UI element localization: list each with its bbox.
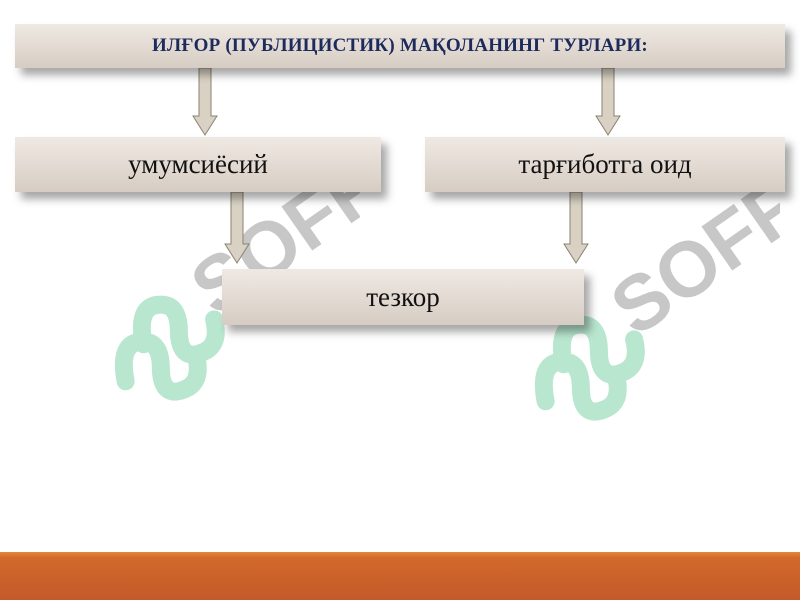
footer-strip [0, 552, 800, 600]
diagram-title: ИЛҒОР (ПУБЛИЦИСТИК) МАҚОЛАНИНГ ТУРЛАРИ: [152, 35, 648, 56]
node-right-label: тарғиботга оид [518, 149, 692, 179]
node-left: умумсиёсий [15, 137, 381, 192]
node-right: тарғиботга оид [425, 137, 785, 192]
node-left-label: умумсиёсий [128, 149, 268, 179]
arrow-left-to-bottom [224, 191, 250, 264]
soff-logo-icon [114, 295, 225, 401]
arrow-right-to-bottom [563, 191, 589, 264]
arrow-title-to-right [595, 67, 621, 136]
node-bottom-label: тезкор [366, 281, 440, 312]
watermark-text: SOFF [595, 170, 780, 352]
node-bottom: тезкор [222, 269, 584, 325]
watermark-right: SOFF [480, 170, 780, 490]
arrow-title-to-left [192, 67, 218, 136]
title-box: ИЛҒОР (ПУБЛИЦИСТИК) МАҚОЛАНИНГ ТУРЛАРИ: [15, 24, 785, 68]
